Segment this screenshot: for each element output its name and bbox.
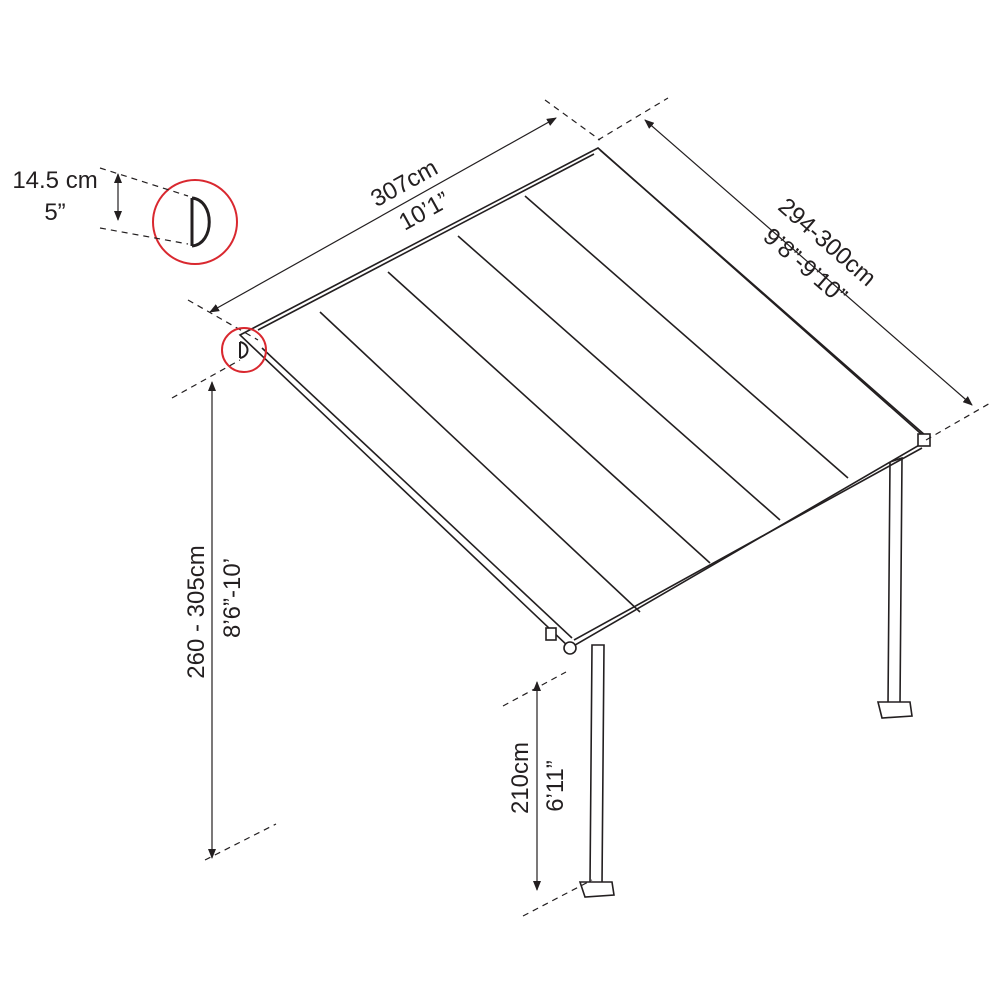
front-right-leg <box>876 456 913 719</box>
front-beam <box>573 447 923 641</box>
back-height-metric-label: 260 - 305cm <box>183 545 210 678</box>
profile-shape-icon <box>190 196 211 248</box>
back-height-imperial-label: 8’6”-10’ <box>219 558 246 638</box>
profile-metric-label: 14.5 cm <box>12 167 97 194</box>
back-height-dimension: 260 - 305cm 8’6”-10’ <box>171 359 277 861</box>
source-highlight-circle <box>221 327 267 373</box>
profile-detail: 14.5 cm 5” <box>12 167 267 373</box>
front-height-imperial-label: 6’11” <box>542 760 569 812</box>
front-height-metric-label: 210cm <box>507 742 534 814</box>
front-height-dimension: 210cm 6’11” <box>502 671 593 917</box>
left-gutter <box>261 347 573 639</box>
detail-highlight-circle <box>152 179 238 265</box>
panel-divider <box>319 311 641 613</box>
front-left-leg <box>578 644 615 898</box>
panel-divider <box>387 271 711 564</box>
profile-imperial-label: 5” <box>44 199 65 226</box>
